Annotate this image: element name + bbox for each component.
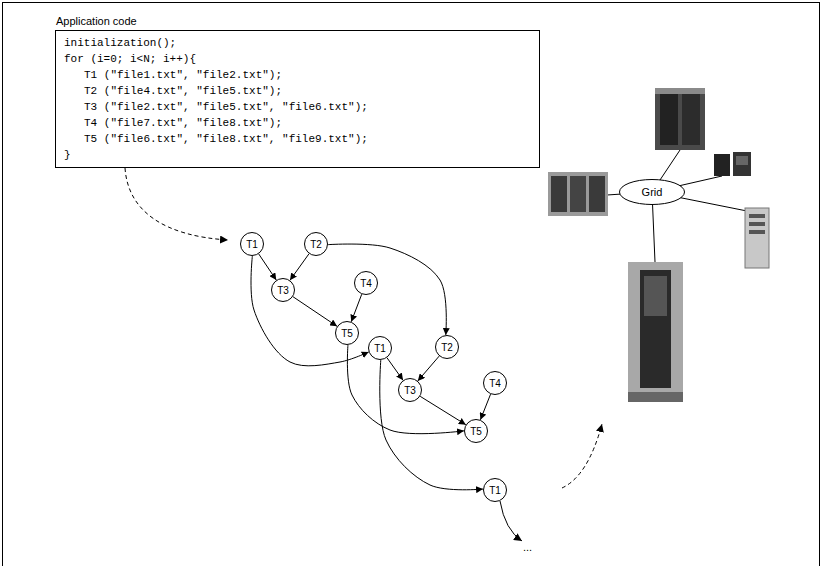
task-circle: T3 [398,378,422,402]
continuation-label: ... [523,541,532,553]
task-circle: T2 [304,232,328,256]
dependency-arrow [259,254,277,280]
task-label: T5 [341,328,353,339]
code-line: } [64,147,531,163]
flow-arrow [562,424,602,488]
cluster-rack [589,176,605,212]
circle-shape [305,233,328,256]
task-label: T1 [374,343,386,354]
continuation-arrow [500,501,522,541]
task-circle: T4 [483,371,507,395]
task-circle: T1 [368,336,392,360]
task-label: T3 [404,385,416,396]
workstation-body [714,154,730,176]
task-circle: T1 [240,232,264,256]
task-circle: T4 [354,271,378,295]
tower-slot [749,230,765,234]
rack-body [628,262,683,402]
ellipse-shape [620,180,685,205]
task-circle: T1 [483,478,507,502]
dependency-arrow [293,297,337,327]
rack-base [628,392,683,402]
task-label: T3 [277,285,289,296]
rack-panel [640,270,671,388]
dependency-arrow [251,256,369,366]
circle-shape [272,279,295,302]
tower-slot [749,222,765,226]
grid-wires [607,150,752,262]
code-box: Application codeinitialization();for (i=… [55,30,540,168]
server-picture [655,88,705,150]
cluster-body [548,172,608,216]
circle-shape [369,337,392,360]
task-label: T2 [441,342,453,353]
grid-ellipse: Grid [619,179,685,205]
circle-shape [436,336,459,359]
task-circle: T5 [335,321,359,345]
task-circle: T5 [464,419,488,443]
code-line: T5 ("file6.txt", "file8.txt", "file9.txt… [64,131,531,147]
grid-label: Grid [642,186,663,198]
code-line: T4 ("file7.txt", "file8.txt"); [64,115,531,131]
workstation-screen [736,156,748,165]
task-label: T4 [489,378,501,389]
dependency-arrow [418,356,439,381]
task-label: T4 [360,278,372,289]
tower-picture [745,208,769,268]
circle-shape [355,272,378,295]
workstation-picture [714,152,751,176]
task-label: T1 [246,239,258,250]
flow-arrow [125,168,228,240]
dependency-arrow [351,294,361,322]
task-circle: T2 [435,335,459,359]
dependency-arrow [290,254,309,281]
task-label: T1 [489,485,501,496]
code-heading: Application code [56,14,137,28]
tower-slot [749,214,765,218]
circle-shape [241,233,264,256]
cluster-picture [548,172,608,216]
task-label: T5 [470,426,482,437]
dependency-arrow [387,358,403,380]
server-body [655,88,705,150]
code-line: initialization(); [64,35,531,51]
code-line: for (i=0; i<N; i++){ [64,51,531,67]
server-panel [682,93,700,145]
task-circle: T3 [271,278,295,302]
circle-shape [484,372,507,395]
code-line: T2 ("file4.txt", "file5.txt"); [64,83,531,99]
workstation-body [733,152,751,176]
cluster-rack [570,176,586,212]
circle-shape [399,379,422,402]
rack-picture [628,262,683,402]
circle-shape [465,420,488,443]
circle-shape [484,479,507,502]
code-line: T3 ("file2.txt", "file5.txt", "file6.txt… [64,99,531,115]
cluster-rack [551,176,567,212]
figure-frame [3,3,820,566]
circle-shape [336,322,359,345]
dependency-arrow [420,396,466,424]
task-label: T2 [310,239,322,250]
code-line: T1 ("file1.txt", "file2.txt"); [64,67,531,83]
server-panel [660,93,678,145]
tower-body [745,208,769,268]
server-top [655,88,705,94]
dependency-arrow [480,394,490,420]
rack-door [644,276,667,316]
